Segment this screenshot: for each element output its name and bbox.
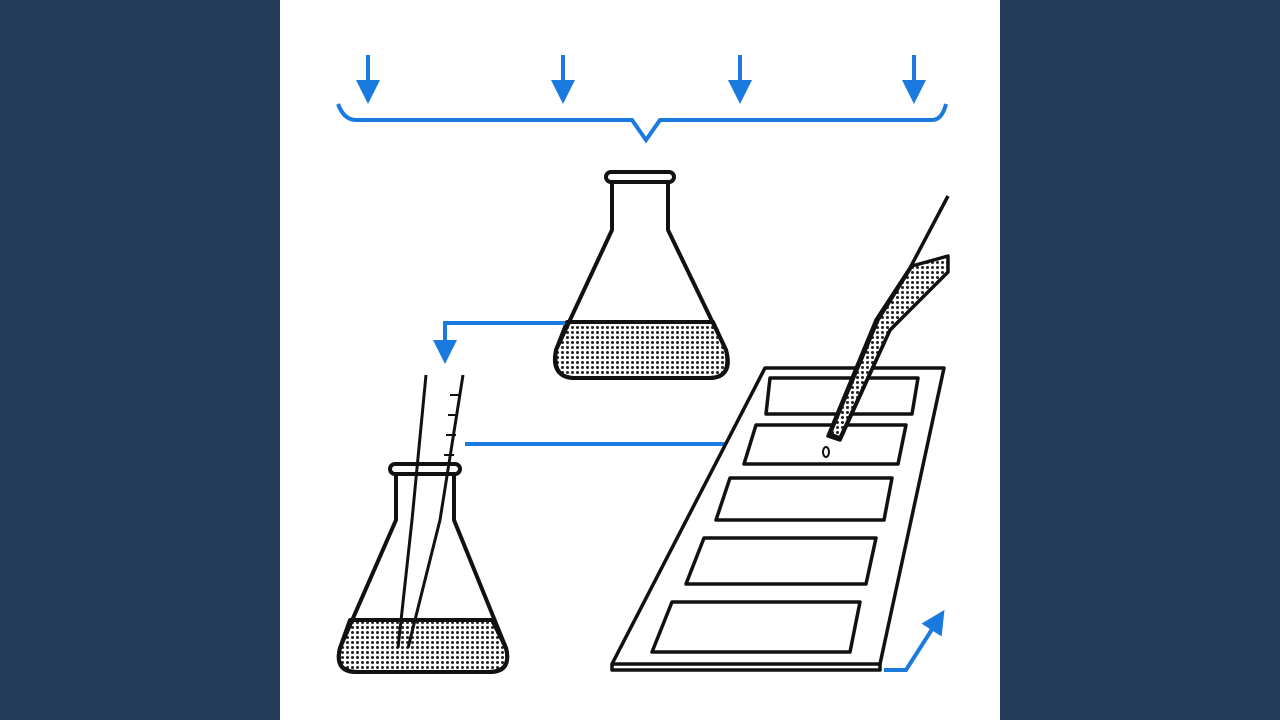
spot-plate-tray xyxy=(610,366,946,672)
transfer-arrow xyxy=(433,321,565,364)
pipette-graduations xyxy=(444,394,460,456)
bottom-flask xyxy=(336,374,510,674)
flask-liquid xyxy=(336,618,510,674)
droplet xyxy=(822,446,830,458)
pipette xyxy=(396,374,465,649)
dropper xyxy=(822,195,950,458)
top-flask xyxy=(553,170,730,380)
flask-liquid xyxy=(553,320,730,380)
brace xyxy=(336,103,948,144)
next-step-arrow xyxy=(884,609,945,672)
tray-wells xyxy=(650,376,920,654)
input-arrows xyxy=(356,55,926,104)
